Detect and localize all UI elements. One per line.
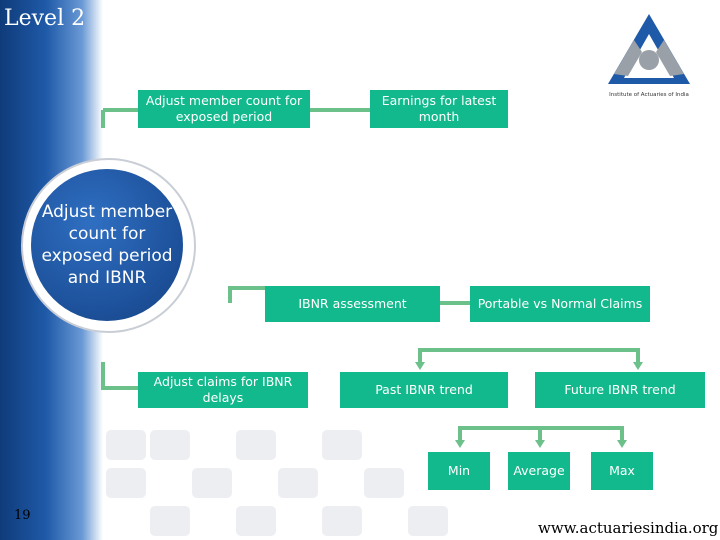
logo-text: Institute of Actuaries of India xyxy=(609,92,689,98)
node-ibnr-assessment: IBNR assessment xyxy=(265,286,440,322)
slide-number: 19 xyxy=(14,508,31,523)
node-earnings-latest-month: Earnings for latest month xyxy=(370,90,508,128)
node-past-ibnr-trend: Past IBNR trend xyxy=(340,372,508,408)
institute-logo: Institute of Actuaries of India xyxy=(608,14,690,98)
node-min: Min xyxy=(428,452,490,490)
node-portable-vs-normal: Portable vs Normal Claims xyxy=(470,286,650,322)
footer-url: www.actuariesindia.org xyxy=(538,519,719,537)
slide-title: Level 2 xyxy=(4,6,86,31)
node-future-ibnr-trend: Future IBNR trend xyxy=(535,372,705,408)
center-node: Adjust member count for exposed period a… xyxy=(31,169,183,321)
node-max: Max xyxy=(591,452,653,490)
node-adjust-claims-ibnr: Adjust claims for IBNR delays xyxy=(138,372,308,408)
background-block-pattern xyxy=(106,430,448,536)
node-average: Average xyxy=(508,452,570,490)
node-adjust-member-count: Adjust member count for exposed period xyxy=(138,90,310,128)
